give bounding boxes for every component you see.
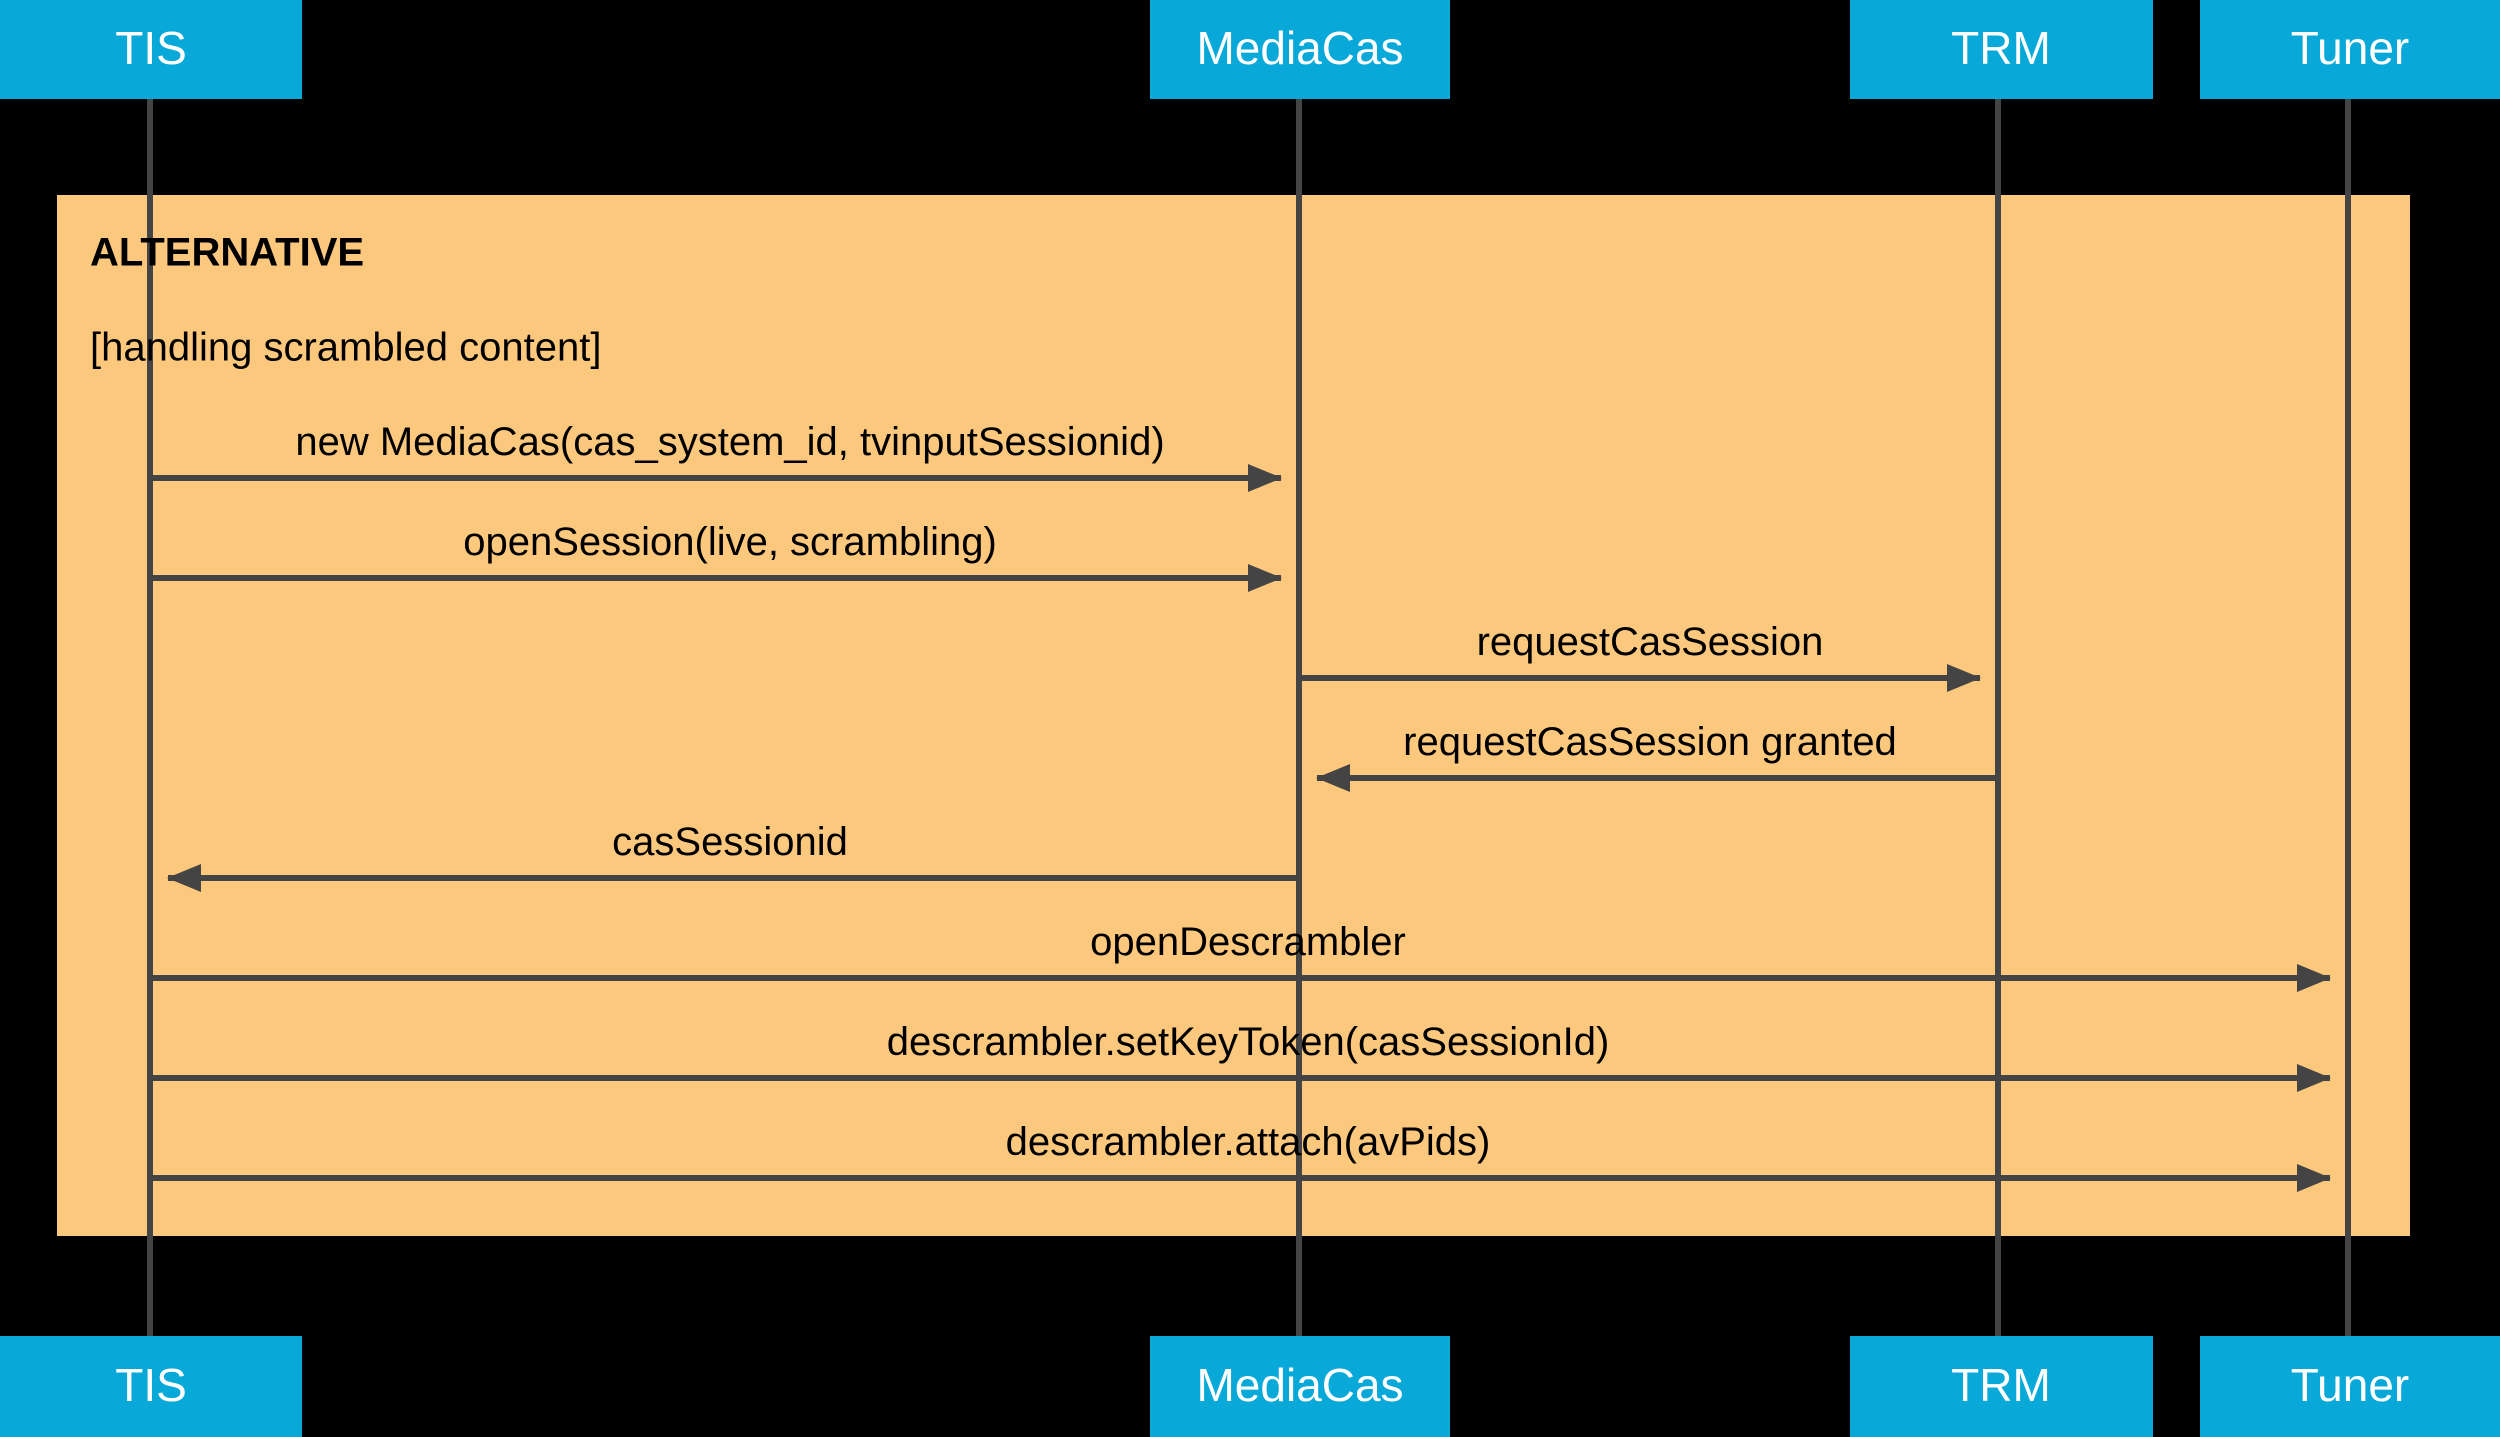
participant-header-tuner[interactable]: Tuner bbox=[2200, 0, 2500, 99]
participant-footer-tis[interactable]: TIS bbox=[0, 1336, 302, 1437]
participant-box[interactable] bbox=[1850, 1336, 2153, 1437]
participant-box[interactable] bbox=[1150, 0, 1450, 99]
message-label: descrambler.attach(avPids) bbox=[1006, 1120, 1491, 1164]
message-label: casSessionid bbox=[612, 820, 848, 864]
message-request-cas-session-granted: requestCasSession granted bbox=[1316, 720, 1998, 792]
message-label: openDescrambler bbox=[1090, 920, 1406, 964]
message-cas-sessionid: casSessionid bbox=[167, 820, 1299, 892]
participant-header-mediacas[interactable]: MediaCas bbox=[1150, 0, 1450, 99]
participant-label: MediaCas bbox=[1196, 22, 1403, 74]
message-descrambler-attach: descrambler.attach(avPids) bbox=[150, 1120, 2331, 1192]
participant-footer-tuner[interactable]: Tuner bbox=[2200, 1336, 2500, 1437]
participant-label: Tuner bbox=[2291, 1359, 2409, 1411]
participant-label: TIS bbox=[115, 22, 187, 74]
message-open-descrambler: openDescrambler bbox=[150, 920, 2331, 992]
participant-box[interactable] bbox=[1150, 1336, 1450, 1437]
fragment-guard-label: [handling scrambled content] bbox=[90, 326, 601, 370]
message-request-cas-session: requestCasSession bbox=[1299, 620, 1981, 692]
lifelines-over-fragment bbox=[147, 195, 2351, 1236]
message-label: descrambler.setKeyToken(casSessionId) bbox=[887, 1020, 1610, 1064]
message-label: openSession(live, scrambling) bbox=[463, 520, 997, 564]
message-new-mediacas: new MediaCas(cas_system_id, tvinputSessi… bbox=[150, 420, 1282, 492]
message-label: new MediaCas(cas_system_id, tvinputSessi… bbox=[295, 420, 1164, 464]
participant-footer-trm[interactable]: TRM bbox=[1850, 1336, 2153, 1437]
participant-box[interactable] bbox=[2200, 1336, 2500, 1437]
participant-box[interactable] bbox=[1850, 0, 2153, 99]
participant-box[interactable] bbox=[0, 0, 302, 99]
message-label: requestCasSession granted bbox=[1403, 720, 1897, 764]
participant-label: TIS bbox=[115, 1359, 187, 1411]
message-set-key-token: descrambler.setKeyToken(casSessionId) bbox=[150, 1020, 2331, 1092]
participant-box[interactable] bbox=[2200, 0, 2500, 99]
participant-label: TRM bbox=[1951, 1359, 2051, 1411]
fragment-operator-label: ALTERNATIVE bbox=[90, 231, 364, 275]
participant-box[interactable] bbox=[0, 1336, 302, 1437]
message-label: requestCasSession bbox=[1477, 620, 1824, 664]
fragment-alternative-box bbox=[57, 195, 2410, 1236]
participant-header-trm[interactable]: TRM bbox=[1850, 0, 2153, 99]
participant-footer-mediacas[interactable]: MediaCas bbox=[1150, 1336, 1450, 1437]
participant-label: MediaCas bbox=[1196, 1359, 1403, 1411]
participant-label: TRM bbox=[1951, 22, 2051, 74]
message-open-session: openSession(live, scrambling) bbox=[150, 520, 1282, 592]
participant-header-tis[interactable]: TIS bbox=[0, 0, 302, 99]
participant-label: Tuner bbox=[2291, 22, 2409, 74]
